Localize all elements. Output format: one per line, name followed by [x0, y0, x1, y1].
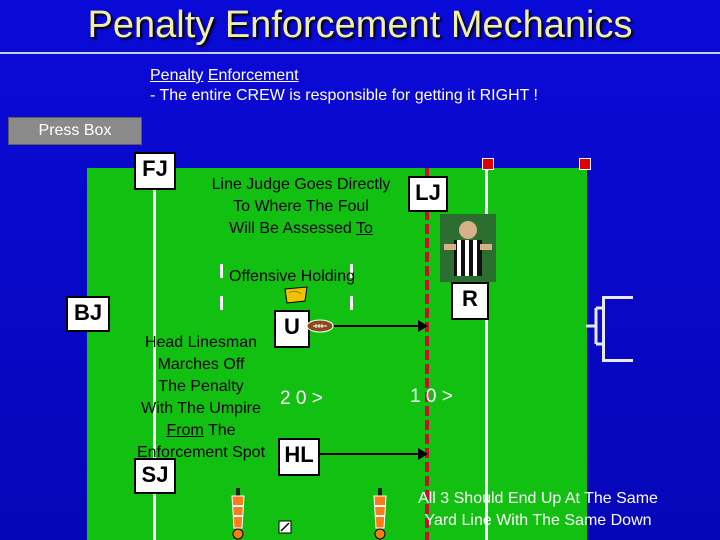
hl-instruction-line6: Enforcement Spot — [126, 442, 276, 464]
hl-instruction-line1: Head Linesman — [126, 332, 276, 354]
lj-instruction-line2: To Where The Foul — [196, 196, 406, 218]
bottom-note-line1: All 3 Should End Up At The Same — [398, 488, 678, 510]
linesman-march-arrow — [318, 446, 430, 462]
down-box-icon — [278, 520, 292, 534]
hl-instruction-line3: The Penalty — [126, 376, 276, 398]
lj-instruction-to: To — [356, 220, 373, 237]
chain-marker-icon — [370, 488, 390, 540]
hl-instruction: Head Linesman Marches Off The Penalty Wi… — [126, 332, 276, 464]
subtitle-crew-note: - The entire CREW is responsible for get… — [150, 86, 538, 106]
lj-instruction: Line Judge Goes Directly To Where The Fo… — [196, 174, 406, 240]
title-divider — [0, 52, 720, 54]
official-r: R — [451, 282, 489, 320]
bottom-note: All 3 Should End Up At The Same Yard Lin… — [398, 488, 678, 532]
subtitle: Penalty Enforcement - The entire CREW is… — [150, 66, 538, 106]
official-lj: LJ — [408, 176, 448, 212]
hl-instruction-the: The — [208, 422, 236, 439]
hl-instruction-from: From — [166, 422, 203, 439]
lj-instruction-line3: Will Be Assessed To — [196, 218, 406, 240]
football-icon — [306, 319, 334, 333]
umpire-march-arrow — [334, 318, 430, 334]
hash-mark — [220, 296, 223, 310]
official-hl: HL — [278, 438, 320, 476]
hl-instruction-line2: Marches Off — [126, 354, 276, 376]
page-title: Penalty Enforcement Mechanics — [0, 4, 720, 47]
hl-instruction-line5: From The — [126, 420, 276, 442]
lj-instruction-line1: Line Judge Goes Directly — [196, 174, 406, 196]
yard-number-20: 2 0 > — [280, 388, 323, 410]
referee-photo — [440, 214, 496, 282]
subtitle-enforcement: Enforcement — [208, 67, 299, 84]
goal-post-icon — [602, 296, 633, 362]
official-fj: FJ — [134, 152, 176, 190]
enforcement-spot-line — [420, 168, 434, 540]
goal-post-support — [586, 306, 606, 346]
chain-marker-icon — [228, 488, 248, 540]
subtitle-penalty: Penalty — [150, 67, 203, 84]
pylon-icon — [579, 158, 591, 170]
yard-number-10: 1 0 > — [410, 386, 453, 408]
official-bj: BJ — [66, 296, 110, 332]
lj-instruction-line3-text: Will Be Assessed — [229, 220, 352, 237]
penalty-flag-icon — [283, 285, 309, 305]
pylon-icon — [482, 158, 494, 170]
bottom-note-line2: Yard Line With The Same Down — [398, 510, 678, 532]
hash-mark — [350, 296, 353, 310]
official-u: U — [274, 310, 310, 348]
hl-instruction-line4: With The Umpire — [126, 398, 276, 420]
press-box-label: Press Box — [8, 117, 142, 145]
